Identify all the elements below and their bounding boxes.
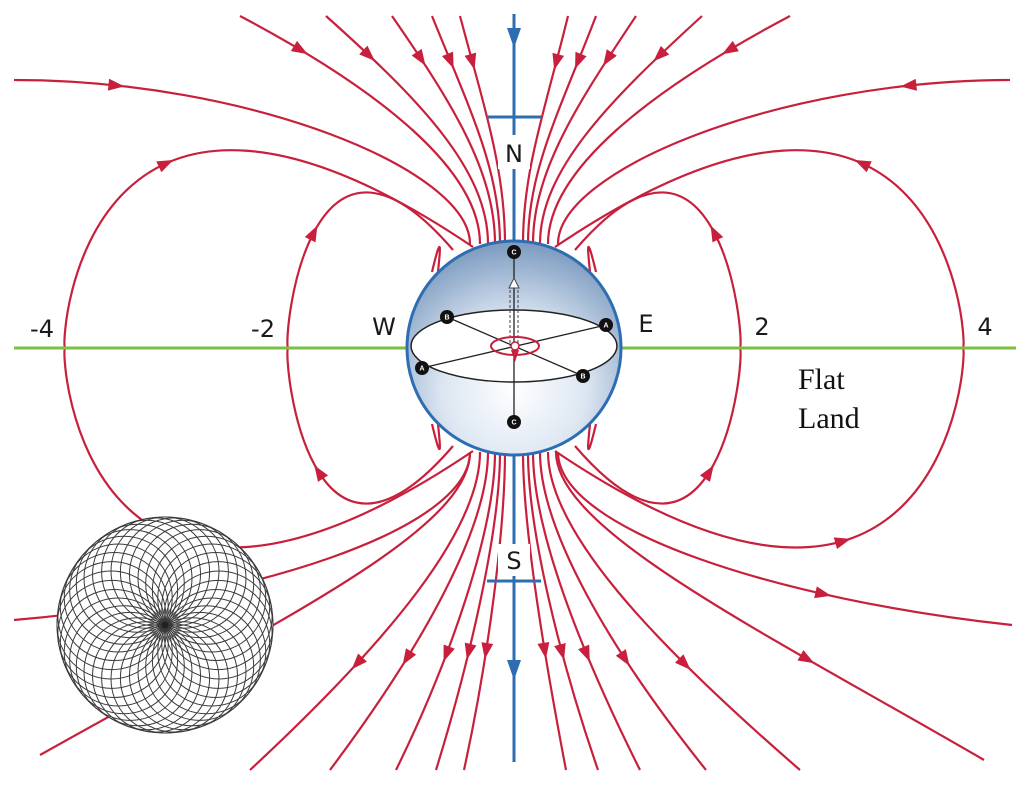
arrow-head-icon — [710, 225, 724, 243]
field-line-top-11 — [556, 78, 1011, 245]
bottom-arrow-icon — [507, 660, 521, 680]
node-a-left: A — [415, 361, 429, 375]
svg-text:B: B — [580, 374, 585, 381]
field-line-bottom-9 — [531, 451, 641, 771]
field-line-top-0 — [13, 78, 472, 245]
globe — [405, 239, 623, 457]
arrow-head-icon — [443, 644, 455, 662]
rosette-circle — [119, 517, 229, 627]
field-line-top-7 — [526, 15, 598, 245]
field-line-bottom-13 — [554, 451, 985, 761]
west-label: W — [372, 313, 396, 341]
arrow-head-icon — [814, 586, 832, 599]
south-label: S — [506, 547, 521, 575]
field-line-bottom-4 — [395, 451, 497, 771]
field-line-top-2 — [325, 15, 490, 245]
arrow-head-icon — [464, 52, 477, 70]
arrow-head-icon — [653, 45, 670, 62]
field-line-top-4 — [430, 15, 502, 245]
arrow-head-icon — [304, 225, 318, 243]
svg-text:A: A — [603, 323, 608, 330]
tick-label-neg4: -4 — [30, 315, 54, 343]
node-b-right: B — [576, 369, 590, 383]
tick-label-4: 4 — [977, 313, 992, 341]
tick-label-2: 2 — [754, 313, 769, 341]
svg-text:B: B — [444, 315, 449, 322]
caption-line-1: Flat — [798, 363, 845, 396]
field-line-top-5 — [458, 15, 507, 245]
field-line-bottom-2 — [249, 451, 482, 771]
arrow-head-icon — [797, 650, 815, 664]
rosette-circle — [145, 529, 255, 639]
arrow-head-icon — [854, 160, 872, 173]
field-line-top-3 — [391, 15, 497, 245]
node-c-top: C — [507, 245, 521, 259]
tick-label-neg2: -2 — [251, 315, 275, 343]
field-line-top-6 — [521, 15, 570, 245]
arrow-head-icon — [615, 649, 630, 666]
arrow-head-icon — [359, 45, 375, 61]
field-lines — [13, 15, 1013, 771]
arrow-head-icon — [481, 642, 494, 659]
field-line-bottom-3 — [329, 451, 490, 771]
arrow-head-icon — [402, 648, 417, 666]
svg-text:C: C — [511, 420, 516, 427]
rosette-circle — [163, 561, 273, 671]
arrow-head-icon — [554, 642, 566, 660]
field-line-bottom-7 — [521, 451, 568, 771]
rosette-circle — [161, 552, 271, 662]
rosette-center — [160, 620, 170, 630]
arrow-head-icon — [674, 654, 691, 670]
arrow-head-icon — [156, 160, 174, 173]
arrow-head-icon — [411, 48, 426, 66]
arrow-head-icon — [722, 40, 739, 55]
arrow-head-icon — [314, 465, 329, 482]
svg-text:A: A — [419, 366, 424, 373]
arrow-head-icon — [833, 537, 851, 549]
rosette-circle — [151, 535, 261, 645]
arrow-head-icon — [351, 653, 367, 670]
caption-line-2: Land — [798, 402, 860, 435]
arrow-head-icon — [107, 78, 125, 91]
arrow-head-icon — [900, 78, 917, 91]
node-b-left: B — [440, 310, 454, 324]
east-label: E — [638, 310, 653, 338]
rosette-circle — [128, 519, 238, 629]
field-line-top-8 — [531, 15, 637, 245]
north-label: N — [505, 140, 523, 168]
arrow-head-icon — [699, 465, 714, 482]
arrow-head-icon — [290, 40, 308, 55]
arrow-head-icon — [464, 642, 477, 660]
arrow-head-icon — [578, 644, 590, 662]
rosette-pattern-icon — [56, 516, 274, 734]
top-arrow-icon — [507, 28, 521, 48]
field-line-bottom-12 — [556, 451, 1013, 627]
node-a-right: A — [599, 318, 613, 332]
arrow-head-icon — [603, 49, 617, 66]
arrow-head-icon — [537, 641, 550, 659]
arrow-head-icon — [575, 51, 587, 69]
arrow-head-icon — [552, 52, 565, 70]
node-c-bottom: C — [507, 415, 521, 429]
arrow-head-icon — [441, 51, 454, 69]
field-line-bottom-8 — [526, 451, 600, 771]
field-line-bottom-5 — [434, 451, 502, 771]
svg-text:C: C — [511, 250, 516, 257]
rosette-circle — [157, 543, 267, 653]
field-line-top-1 — [239, 15, 482, 245]
field-line-top-10 — [546, 15, 791, 245]
field-line-bottom-11 — [546, 451, 801, 771]
field-line-bottom-10 — [538, 451, 707, 771]
field-line-bottom-6 — [462, 451, 507, 771]
field-line-top-9 — [538, 15, 703, 245]
rosette-circle — [137, 523, 247, 633]
